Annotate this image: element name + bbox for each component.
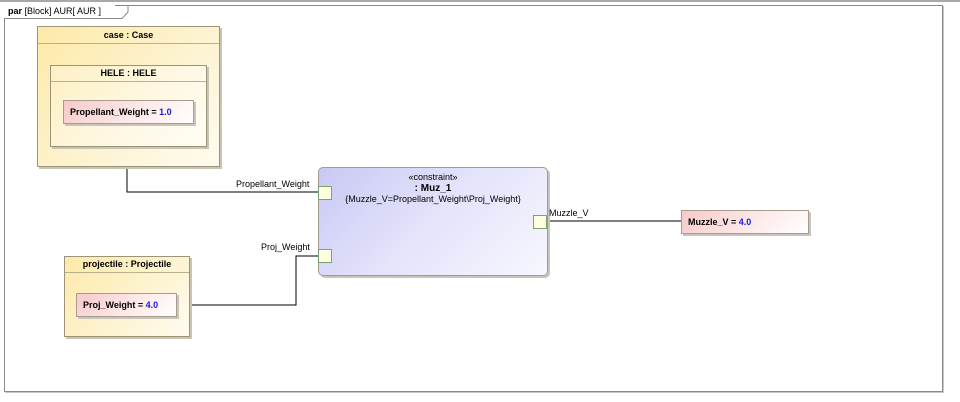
constraint-name: : Muz_1 <box>414 183 452 194</box>
property-name: Propellant_Weight <box>70 107 149 117</box>
property-muzzle-v[interactable]: Muzzle_V = 4.0 <box>681 210 809 234</box>
equals-sign: = <box>148 107 160 117</box>
property-propellant-weight[interactable]: Propellant_Weight = 1.0 <box>63 100 194 124</box>
port-label-propellant-weight: Propellant_Weight <box>236 179 310 189</box>
property-name: Proj_Weight <box>83 300 136 310</box>
frame-tab-outline <box>4 5 129 19</box>
part-hele-header: HELE : HELE <box>51 66 206 82</box>
part-projectile-header: projectile : Projectile <box>65 257 189 273</box>
constraint-stereotype: «constraint» <box>408 172 458 182</box>
diagram-frame-tab: par [Block] AUR[ AUR ] <box>4 5 129 19</box>
equals-sign: = <box>135 300 146 310</box>
frame-kind: par <box>8 6 23 16</box>
constraint-block-muz-1[interactable]: «constraint» : Muz_1 {Muzzle_V=Propellan… <box>318 167 548 276</box>
property-name: Muzzle_V <box>688 217 729 227</box>
port-proj-weight[interactable] <box>318 249 332 263</box>
port-propellant-weight[interactable] <box>318 186 332 200</box>
window-top-border <box>0 0 960 2</box>
port-label-muzzle-v: Muzzle_V <box>549 208 589 218</box>
property-value: 4.0 <box>738 217 752 227</box>
connector-proj-weight[interactable] <box>177 255 318 306</box>
equals-sign: = <box>728 217 739 227</box>
port-muzzle-v[interactable] <box>533 215 547 229</box>
property-value: 4.0 <box>145 300 159 310</box>
property-proj-weight[interactable]: Proj_Weight = 4.0 <box>76 293 177 317</box>
port-label-proj-weight: Proj_Weight <box>261 242 310 252</box>
part-case-header: case : Case <box>38 27 219 44</box>
property-value: 1.0 <box>159 107 172 117</box>
frame-label: [Block] AUR[ AUR ] <box>24 6 102 16</box>
constraint-expression: {Muzzle_V=Propellant_Weight\Proj_Weight} <box>345 194 521 204</box>
